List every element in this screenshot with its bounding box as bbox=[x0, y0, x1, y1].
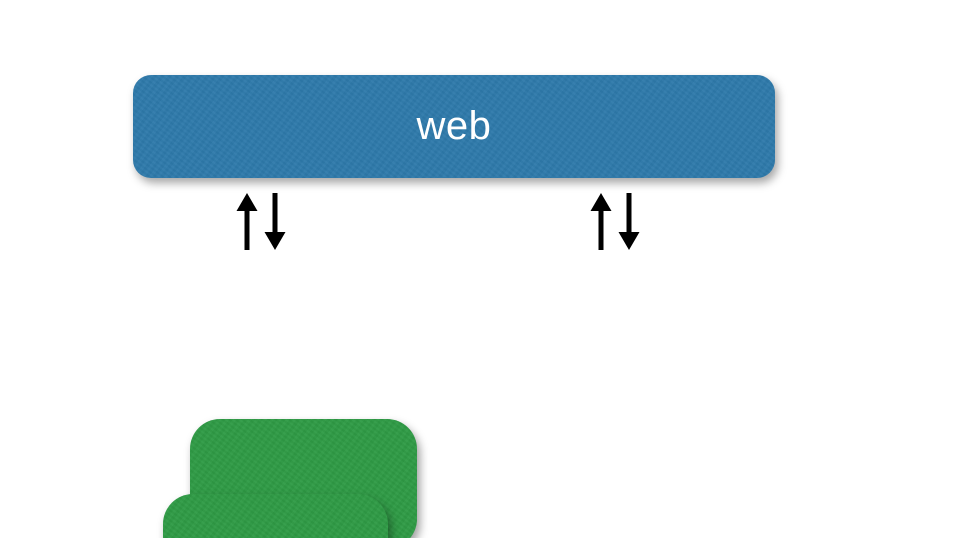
edge-agent-web bbox=[590, 193, 640, 250]
node-alarm: alarm bbox=[163, 494, 388, 538]
node-alarm-label: alarm bbox=[224, 534, 327, 538]
up-arrow-icon bbox=[236, 193, 258, 250]
up-arrow-icon bbox=[590, 193, 612, 250]
node-web-label: web bbox=[416, 104, 492, 148]
node-web: web bbox=[133, 75, 775, 178]
edge-alarm-web bbox=[236, 193, 286, 250]
down-arrow-icon bbox=[264, 193, 286, 250]
down-arrow-icon bbox=[618, 193, 640, 250]
